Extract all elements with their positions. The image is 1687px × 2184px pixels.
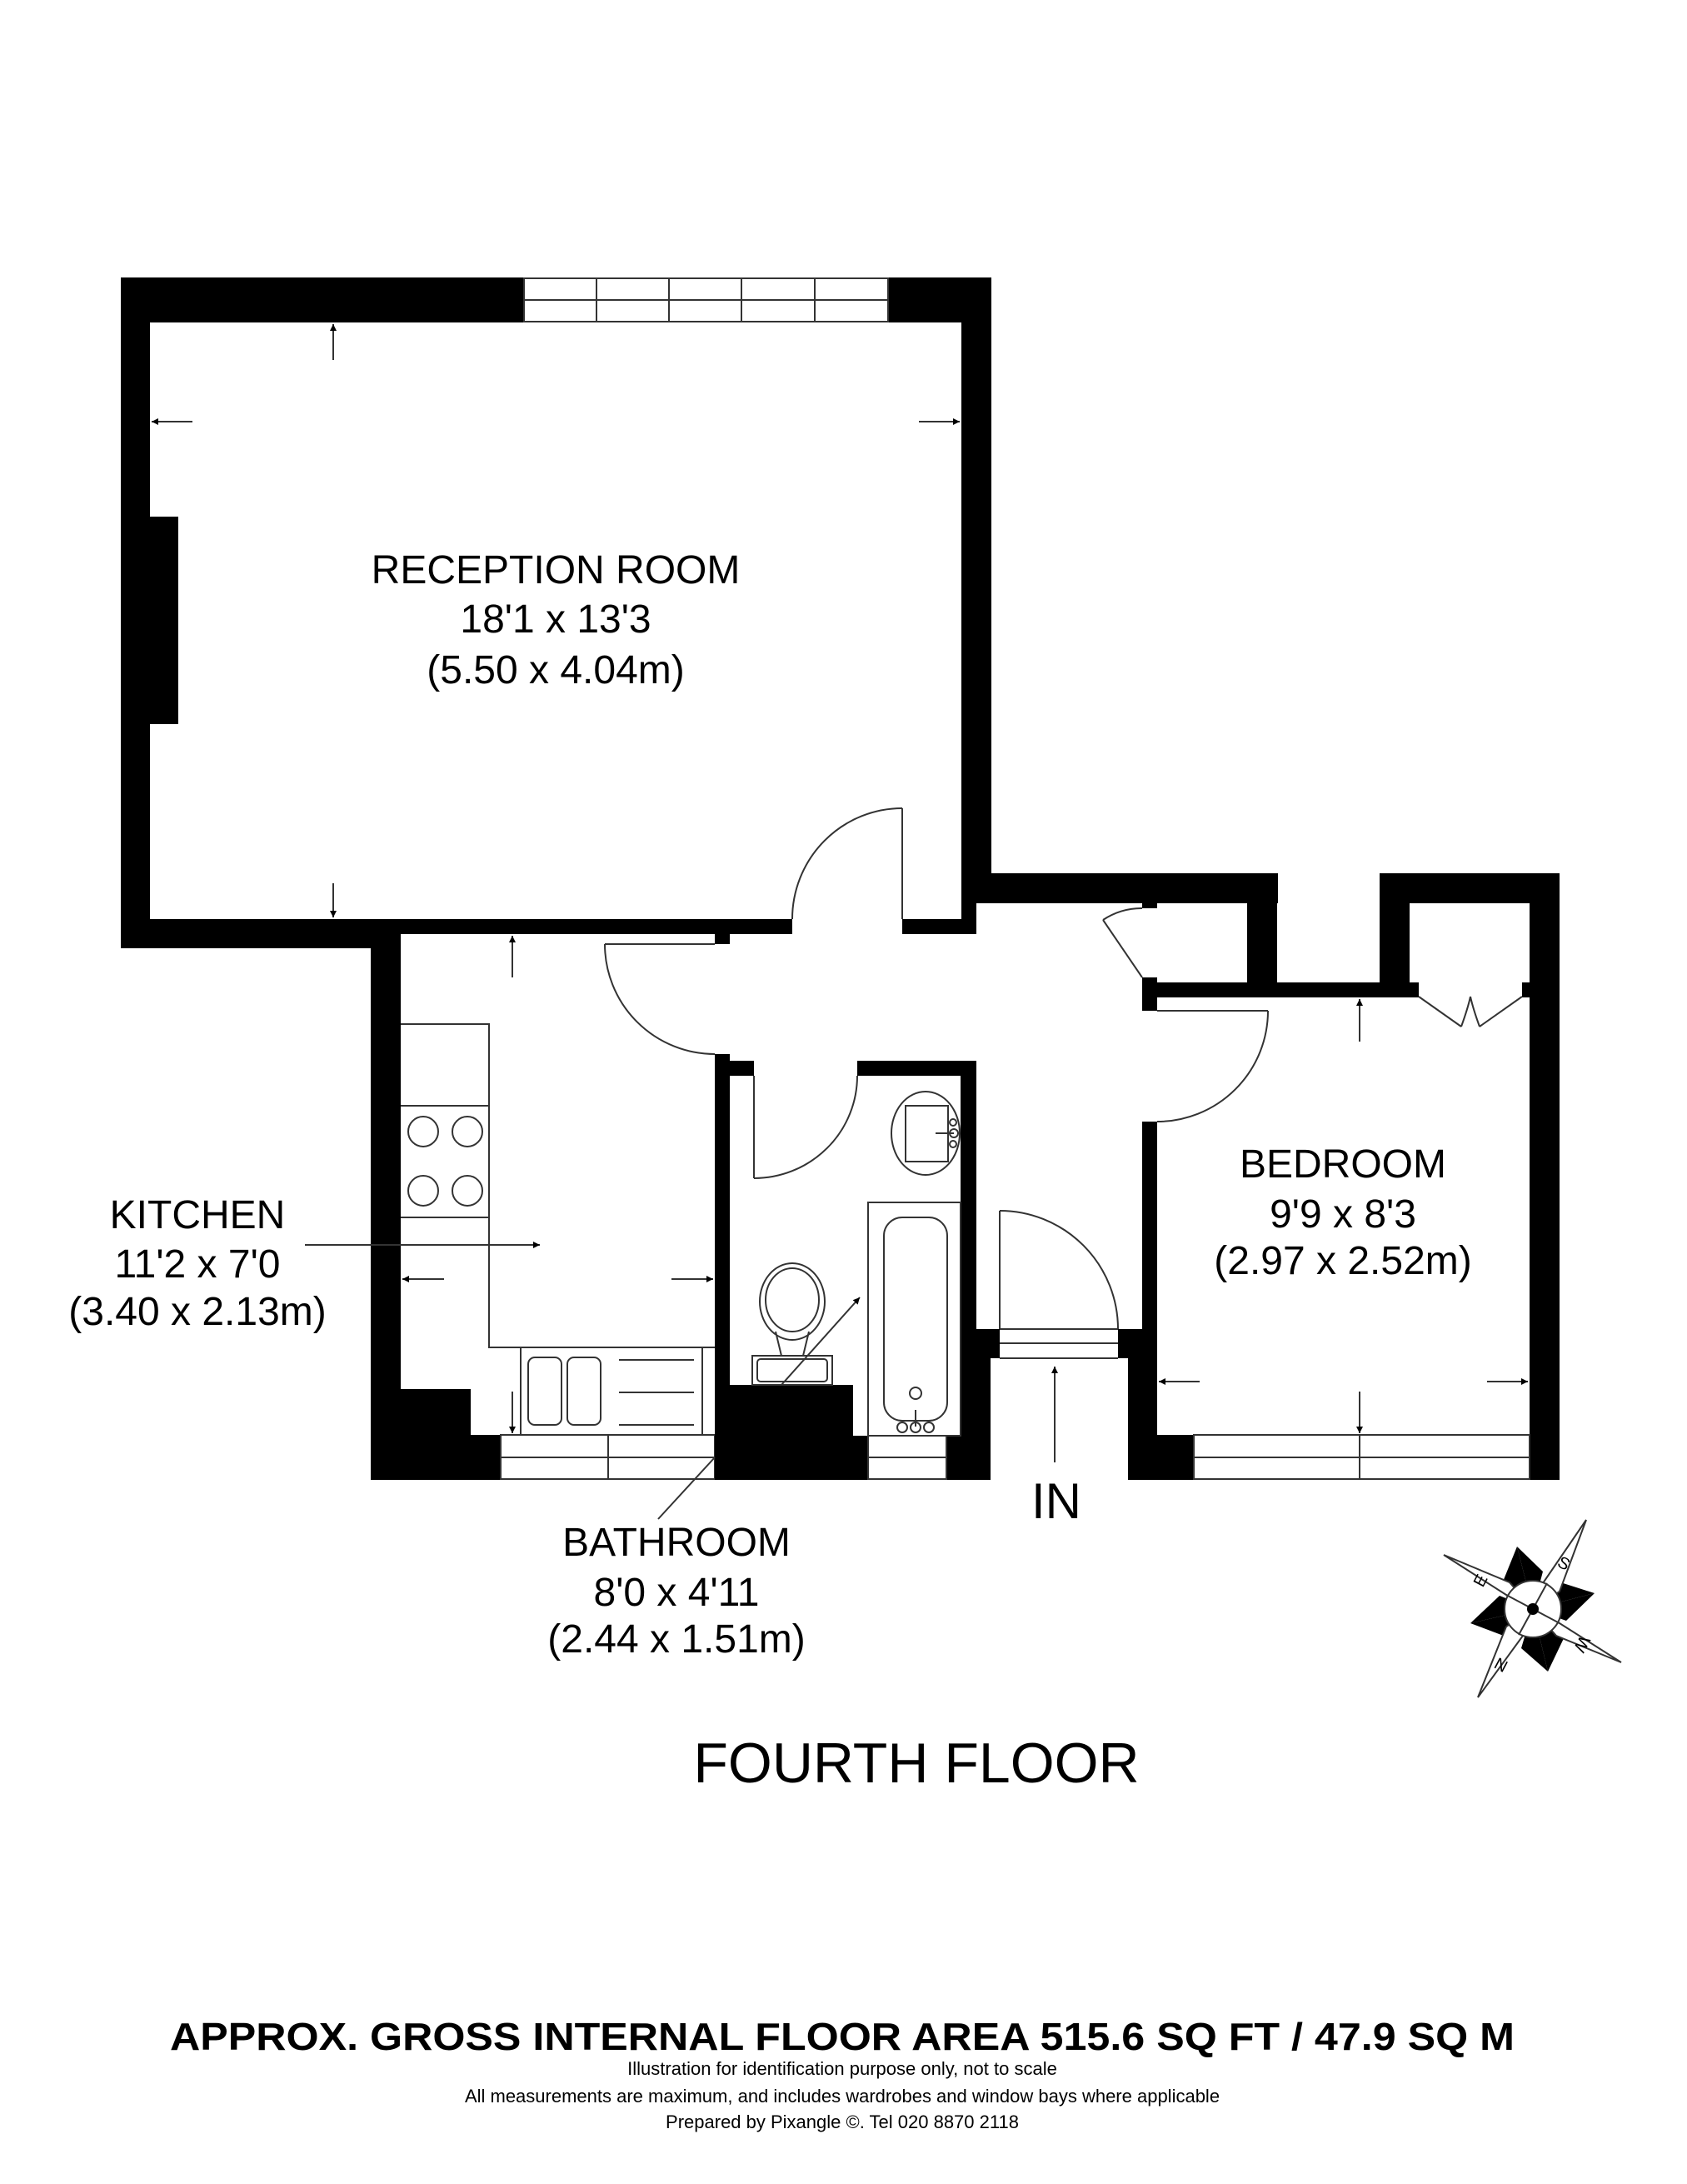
bedroom-window bbox=[1193, 1434, 1530, 1480]
basin-icon bbox=[891, 1091, 961, 1176]
corridor-walls bbox=[961, 873, 1560, 1480]
credit-text: Prepared by Pixangle ©. Tel 020 8870 211… bbox=[666, 2112, 1019, 2132]
kitchen-counter bbox=[401, 1023, 715, 1348]
room-label-bedroom: BEDROOM 9'9 x 8'3 (2.97 x 2.52m) bbox=[1214, 1142, 1471, 1283]
entrance-door bbox=[999, 1210, 1119, 1359]
sink-unit-icon bbox=[520, 1347, 703, 1436]
room-name: RECEPTION ROOM bbox=[372, 548, 741, 592]
room-label-reception: RECEPTION ROOM 18'1 x 13'3 (5.50 x 4.04m… bbox=[372, 548, 741, 692]
kitchen-door bbox=[604, 943, 716, 1055]
room-label-bathroom: BATHROOM 8'0 x 4'11 (2.44 x 1.51m) bbox=[547, 1521, 805, 1662]
kitchen-dimension-arrows bbox=[305, 936, 713, 1433]
entrance-label: IN bbox=[1031, 1473, 1081, 1529]
floor-area-headline: APPROX. GROSS INTERNAL FLOOR AREA 515.6 … bbox=[170, 2015, 1515, 2058]
compass-rose-icon: S W N E bbox=[1443, 1519, 1622, 1698]
kitchen-window bbox=[500, 1434, 716, 1480]
reception-door bbox=[791, 807, 903, 920]
bedroom-dimension-arrows bbox=[1159, 999, 1528, 1433]
room-name: BEDROOM bbox=[1240, 1142, 1446, 1187]
room-imperial: 11'2 x 7'0 bbox=[115, 1242, 281, 1287]
floor-label: FOURTH FLOOR bbox=[693, 1732, 1139, 1795]
bathroom-walls bbox=[715, 1061, 1000, 1480]
bedroom-walls bbox=[1118, 1122, 1194, 1480]
room-imperial: 8'0 x 4'11 bbox=[594, 1571, 760, 1615]
room-name: BATHROOM bbox=[562, 1521, 791, 1565]
bathroom-dimension-arrow bbox=[781, 1297, 861, 1386]
reception-dimension-arrows bbox=[152, 324, 960, 917]
bedroom-door bbox=[1156, 1010, 1269, 1122]
kitchen-walls bbox=[121, 934, 730, 1480]
measurements-note: All measurements are maximum, and includ… bbox=[465, 2086, 1220, 2107]
room-label-kitchen: KITCHEN 11'2 x 7'0 (3.40 x 2.13m) bbox=[68, 1193, 326, 1334]
hob-icon bbox=[407, 1116, 483, 1207]
bath-icon bbox=[867, 1202, 961, 1437]
room-metric: (2.44 x 1.51m) bbox=[547, 1617, 805, 1662]
room-imperial: 18'1 x 13'3 bbox=[460, 597, 651, 642]
toilet-icon bbox=[751, 1262, 833, 1386]
bathroom-door bbox=[753, 1075, 858, 1179]
room-metric: (3.40 x 2.13m) bbox=[68, 1290, 326, 1334]
room-imperial: 9'9 x 8'3 bbox=[1270, 1192, 1416, 1237]
wardrobe-doors bbox=[1418, 996, 1523, 1027]
disclaimer-text: Illustration for identification purpose … bbox=[627, 2058, 1057, 2079]
bathroom-window bbox=[867, 1435, 947, 1480]
room-metric: (5.50 x 4.04m) bbox=[427, 648, 684, 692]
bathroom-leader-line bbox=[657, 1457, 716, 1520]
reception-window bbox=[523, 277, 889, 322]
room-name: KITCHEN bbox=[110, 1193, 286, 1237]
reception-walls bbox=[121, 277, 991, 934]
cupboard-door bbox=[1102, 907, 1143, 978]
room-metric: (2.97 x 2.52m) bbox=[1214, 1239, 1471, 1283]
